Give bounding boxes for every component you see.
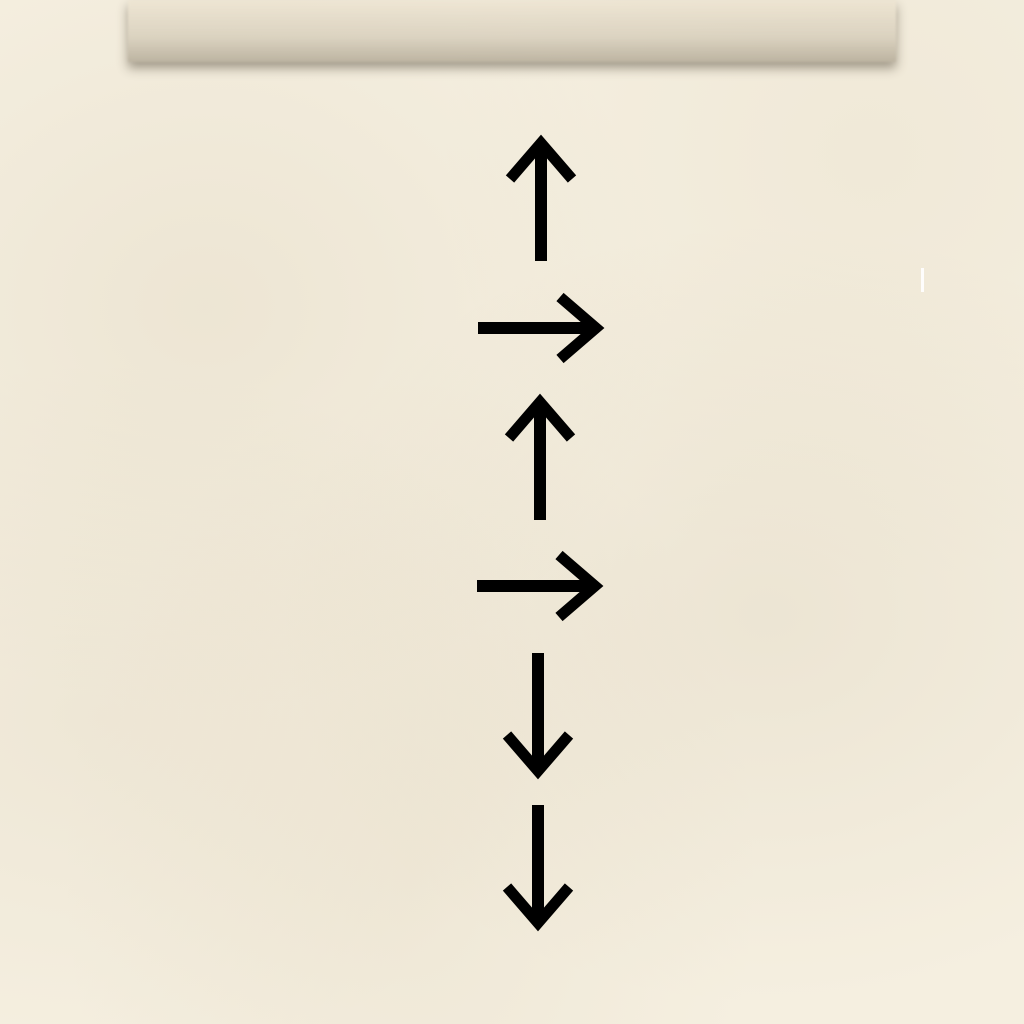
- arrow-head: [504, 393, 576, 442]
- arrow-3: [475, 392, 605, 522]
- arrow-1: [476, 133, 606, 263]
- arrow-down-icon: [502, 653, 574, 780]
- arrow-head: [556, 292, 605, 364]
- arrow-head: [505, 134, 577, 183]
- arrow-up-icon: [505, 134, 577, 261]
- arrow-4: [475, 521, 605, 651]
- paper-top-shadow-strip: [128, 0, 896, 62]
- arrow-right-icon: [477, 550, 604, 622]
- arrow-up-icon: [504, 393, 576, 520]
- arrow-down-icon: [502, 805, 574, 932]
- arrow-head: [502, 883, 574, 932]
- arrow-6: [473, 803, 603, 933]
- arrow-head: [555, 550, 604, 622]
- arrow-right-icon: [478, 292, 605, 364]
- arrow-2: [476, 263, 606, 393]
- white-speck: [921, 268, 924, 292]
- arrow-5: [473, 651, 603, 781]
- arrow-head: [502, 731, 574, 780]
